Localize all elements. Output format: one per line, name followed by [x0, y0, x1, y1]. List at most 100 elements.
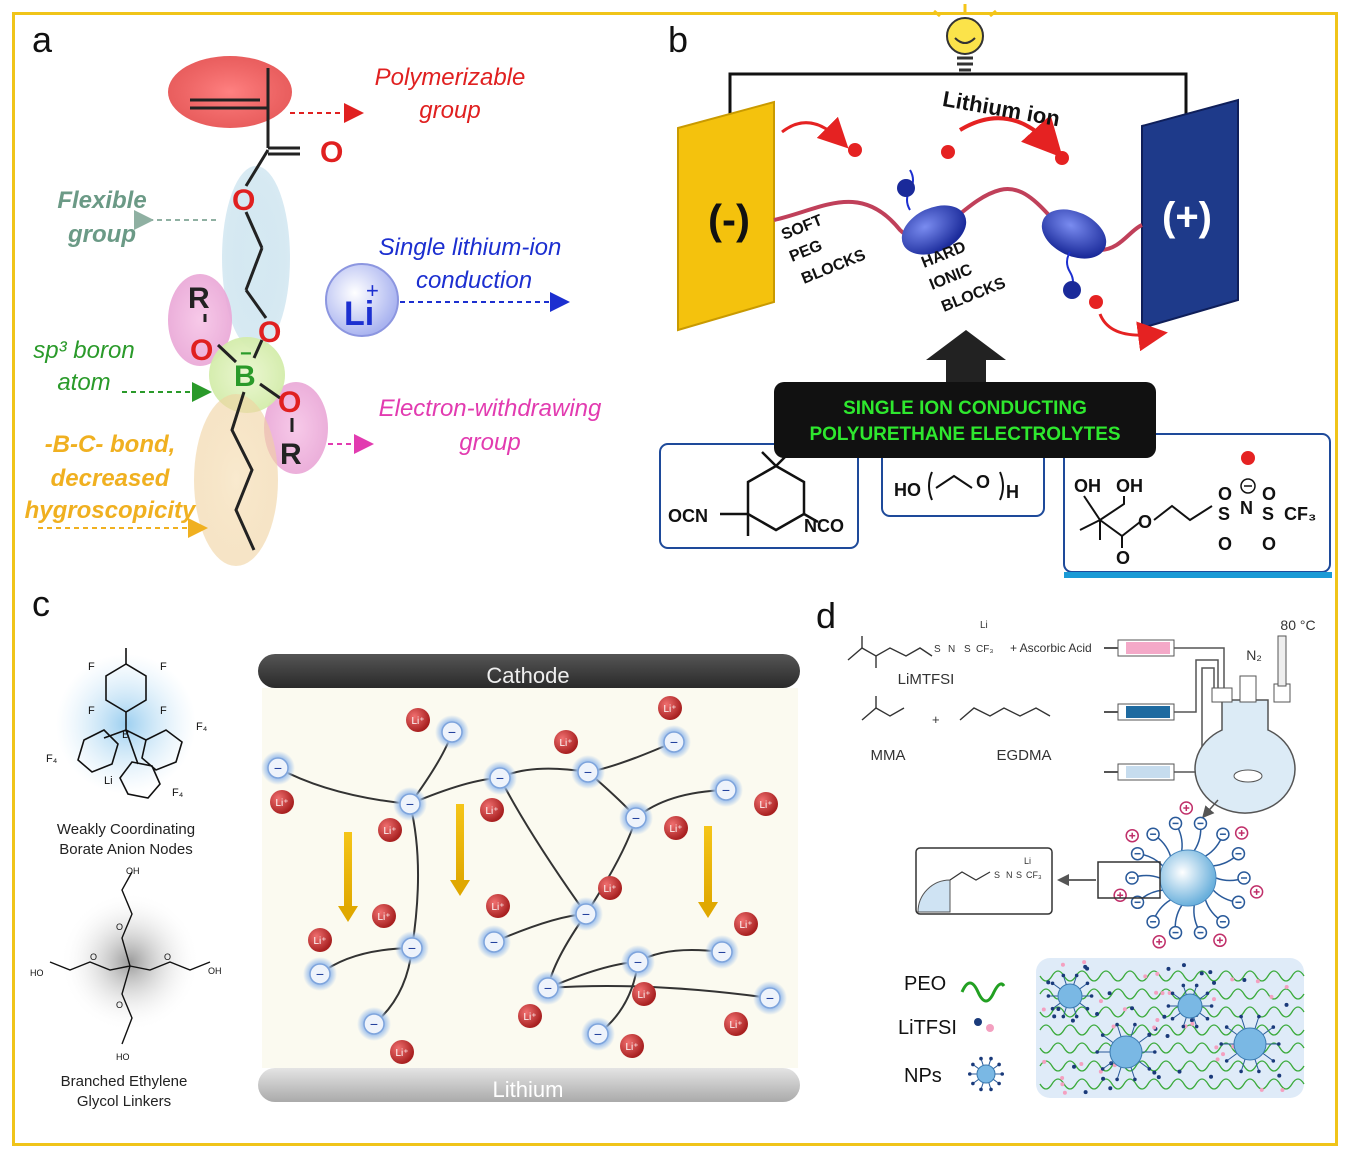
- flexible-label-2: group: [67, 221, 136, 248]
- flexible-label-1: Flexible: [57, 187, 146, 214]
- diol-s1: S: [1218, 504, 1230, 524]
- limtfsi-n: N: [948, 644, 955, 655]
- bc-label-3: hygroscopicity: [25, 497, 197, 524]
- stir-bar: [1233, 769, 1263, 783]
- litfsi-ion: [1060, 1082, 1065, 1087]
- litfsi-ion: [1167, 991, 1172, 996]
- li-flux-arrows: [338, 804, 718, 922]
- limtfsi-cf3: CF₃: [976, 644, 993, 655]
- diol-carbonyl-o: O: [1116, 548, 1130, 568]
- litfsi-ion: [1056, 1006, 1061, 1011]
- anion-charge: −: [584, 764, 592, 780]
- ligand-cation: [1234, 826, 1249, 840]
- boron-atom: B: [234, 360, 256, 393]
- nanoparticle: [1159, 849, 1217, 907]
- litfsi-ion: [1046, 980, 1051, 985]
- li-cation-ball: Li⁺: [598, 876, 622, 900]
- ligand-anion: [1231, 846, 1246, 861]
- legend-litfsi-cation: [986, 1024, 994, 1032]
- li-label: Li⁺: [759, 800, 772, 811]
- li-cation-ball: Li⁺: [658, 696, 682, 720]
- anion-node: −: [393, 787, 427, 821]
- litfsi-ion: [1111, 1024, 1116, 1029]
- peg-ho-bottom: HO: [116, 1052, 130, 1062]
- borate-f4-bottom: F₄: [172, 787, 184, 799]
- zoom-s2: S: [1016, 870, 1022, 880]
- litfsi-ion: [1255, 979, 1260, 984]
- li-ion-symbol: Li: [344, 295, 374, 333]
- litfsi-ion: [1154, 990, 1159, 995]
- diol-so-2: O: [1218, 534, 1232, 554]
- li-cation-ball: Li⁺: [554, 730, 578, 754]
- litfsi-ion: [1062, 1090, 1067, 1095]
- peg-o: O: [976, 472, 990, 492]
- li-label: Li⁺: [411, 716, 424, 727]
- mma-label: MMA: [871, 747, 906, 764]
- li-label: Li⁺: [491, 902, 504, 913]
- litfsi-ion: [1152, 1070, 1157, 1075]
- li-cation-ball: Li⁺: [372, 904, 396, 928]
- litfsi-ion: [1155, 971, 1160, 976]
- flask-neck-2: [1239, 675, 1257, 703]
- single-li-label-1: Single lithium-ion: [379, 234, 562, 261]
- li-cation-ball: Li⁺: [308, 928, 332, 952]
- litfsi-ion: [1259, 1087, 1264, 1092]
- ipdi-nco: NCO: [804, 516, 844, 536]
- litfsi-ion: [1095, 1011, 1100, 1016]
- anion-node: −: [705, 935, 739, 969]
- branched-label-1: Branched Ethylene: [61, 1073, 188, 1090]
- sp3-label-2: atom: [57, 369, 110, 396]
- ligand-cation: [1179, 801, 1194, 815]
- cathode-label: Cathode: [486, 663, 569, 688]
- anion-charge: −: [634, 954, 642, 970]
- ether-o1: O: [232, 184, 255, 217]
- peg-linker-structure: [49, 871, 211, 1045]
- li-cation-ball: Li⁺: [486, 894, 510, 918]
- litfsi-ion: [1060, 962, 1065, 967]
- positive-label: (+): [1162, 195, 1212, 239]
- li-cation-ball: Li⁺: [754, 792, 778, 816]
- banner-line-1: SINGLE ION CONDUCTING: [843, 398, 1087, 419]
- li-label: Li⁺: [663, 704, 676, 715]
- left-r: R: [188, 282, 210, 315]
- li-label: Li⁺: [395, 1048, 408, 1059]
- litfsi-ion: [1083, 1090, 1088, 1095]
- up-arrow: [926, 330, 1006, 385]
- limtfsi-li: Li: [980, 620, 988, 631]
- down-arrow: [338, 832, 358, 922]
- negative-electrode: [677, 100, 775, 332]
- lithium-plate: [258, 1068, 800, 1102]
- litfsi-ion: [1107, 991, 1112, 996]
- li-cation-3: [1055, 151, 1069, 165]
- li-label: Li⁺: [625, 1042, 638, 1053]
- borate-structure: [77, 648, 183, 799]
- diol-so-4: O: [1262, 534, 1276, 554]
- litfsi-ion: [1269, 994, 1274, 999]
- litfsi-ion: [1156, 1075, 1161, 1080]
- anion-node: −: [483, 761, 517, 795]
- monomer-box-3-underline: [1064, 572, 1332, 578]
- anion-node: −: [709, 773, 743, 807]
- anion-charge: −: [408, 940, 416, 956]
- anion-node: −: [531, 971, 565, 1005]
- anion-1: [897, 179, 915, 197]
- li-cation-ball: Li⁺: [480, 798, 504, 822]
- legend-peo-line: [960, 981, 1006, 1003]
- ligand-cation: [1125, 828, 1139, 843]
- anion-charge: −: [766, 990, 774, 1006]
- peo-chain: [1039, 970, 1305, 982]
- diol-ester-o: O: [1138, 512, 1152, 532]
- anion-node: −: [571, 755, 605, 789]
- borate-f3: F: [88, 705, 95, 717]
- anion-charge: −: [274, 760, 282, 776]
- panel-b-letter: b: [668, 19, 688, 60]
- litfsi-ion: [1212, 980, 1217, 985]
- lithium-ion-label: Lithium ion: [941, 86, 1062, 131]
- ew-label-2: group: [459, 429, 520, 456]
- egdma-label: EGDMA: [996, 747, 1051, 764]
- ligand-anion: [1216, 827, 1230, 841]
- mma-egdma-structure: [861, 696, 1051, 721]
- borate-f1: F: [88, 661, 95, 673]
- litfsi-ion: [1041, 1007, 1046, 1012]
- tubing: [1174, 647, 1225, 773]
